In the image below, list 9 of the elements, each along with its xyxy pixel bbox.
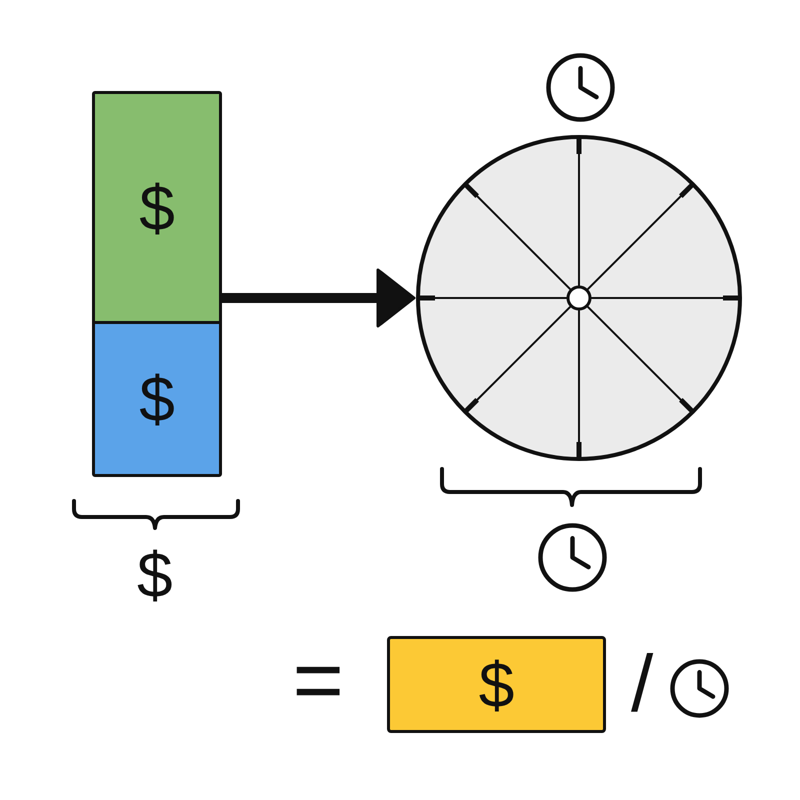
- bar-segment: $: [95, 324, 219, 474]
- division-slash: /: [631, 644, 654, 724]
- arrow: [222, 268, 416, 328]
- equals-sign: =: [292, 636, 344, 724]
- bar-segment: $: [95, 94, 219, 324]
- highlighted-box: $: [387, 636, 606, 733]
- dollar-sign: $: [137, 543, 173, 607]
- stacked-bar: [92, 91, 222, 477]
- divided-circle: [416, 135, 742, 461]
